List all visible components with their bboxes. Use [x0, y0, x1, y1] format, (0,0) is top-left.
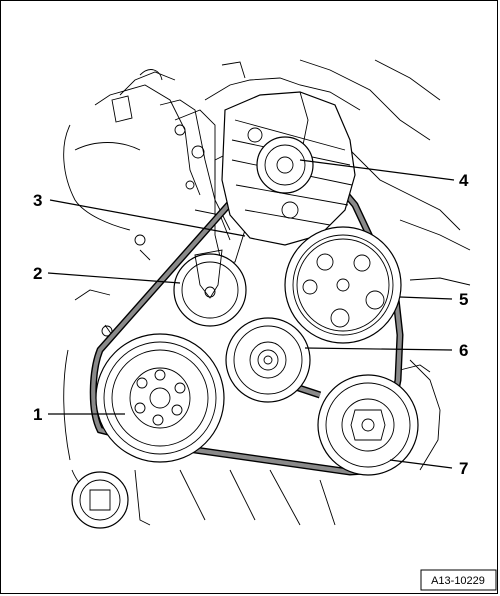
callout-7: 7: [459, 459, 468, 478]
tensioner-pulley: [173, 249, 247, 327]
callout-1: 1: [33, 405, 42, 424]
callout-2: 2: [33, 264, 42, 283]
crankshaft-pulley: [95, 333, 225, 463]
callout-4: 4: [459, 171, 469, 190]
callout-5: 5: [459, 290, 468, 309]
callout-6: 6: [459, 341, 468, 360]
figure-ref-text: A13-10229: [431, 575, 485, 587]
power-steering-pulley: [284, 226, 402, 344]
figure-reference: A13-10229: [420, 569, 497, 591]
callout-labels: 1 2 3 4 5 6 7: [33, 171, 469, 478]
idler-pulley: [225, 317, 311, 403]
leader-lines: [47, 159, 455, 469]
engine-background-outline: [63, 59, 471, 529]
callout-3: 3: [33, 191, 42, 210]
alternator-pulley: [256, 136, 314, 194]
ac-compressor-pulley: [317, 374, 419, 476]
